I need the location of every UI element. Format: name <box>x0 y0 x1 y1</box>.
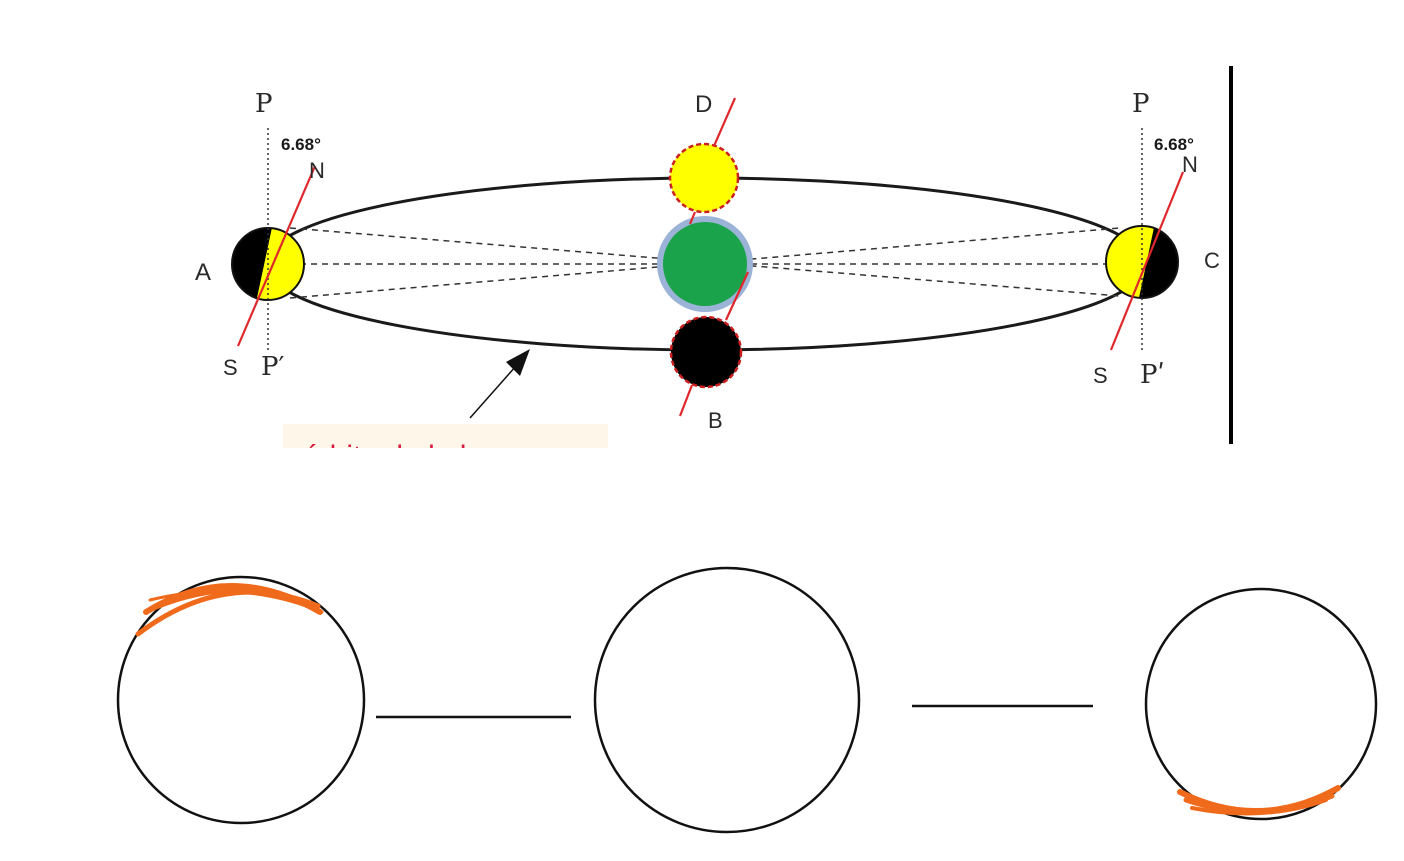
label-pole-p-prime-left: P′ <box>261 352 284 382</box>
dashed-sight-lines <box>289 227 1121 299</box>
phase-circle-left <box>116 575 366 825</box>
label-tilt-angle-left: 6.68° <box>281 135 321 154</box>
label-north-left: N <box>309 158 325 183</box>
moon-axis-lines-center <box>678 97 749 417</box>
orange-annotation-left <box>135 583 324 637</box>
label-position-c: C <box>1204 248 1220 273</box>
orbit-label-box: órbita de la luna <box>283 424 608 473</box>
phase-sketch <box>116 566 1378 834</box>
orbit-label: órbita de la luna <box>303 440 517 473</box>
label-pole-p-prime-right: Pʹ <box>1140 360 1165 390</box>
right-pole-axis <box>1109 128 1185 352</box>
label-position-a: A <box>195 259 211 286</box>
label-pole-p-right: P <box>1132 89 1150 119</box>
phase-circle-middle <box>593 566 861 834</box>
earth <box>657 216 753 312</box>
label-north-right: N <box>1182 152 1198 177</box>
label-south-left: S <box>223 355 238 380</box>
label-tilt-angle-right: 6.68° <box>1154 135 1194 154</box>
moon-position-a <box>231 227 305 301</box>
left-pole-axis <box>236 128 317 352</box>
moon-position-b <box>669 315 743 389</box>
label-position-b: B <box>708 408 723 433</box>
orbit-pointer-arrow <box>469 349 530 419</box>
moon-position-d <box>668 142 740 214</box>
label-pole-p-left: P <box>255 89 273 119</box>
label-position-d: D <box>695 91 712 118</box>
phase-circle-right <box>1144 587 1378 821</box>
label-south-right: S <box>1093 363 1108 388</box>
orange-annotation-right <box>1177 785 1341 816</box>
